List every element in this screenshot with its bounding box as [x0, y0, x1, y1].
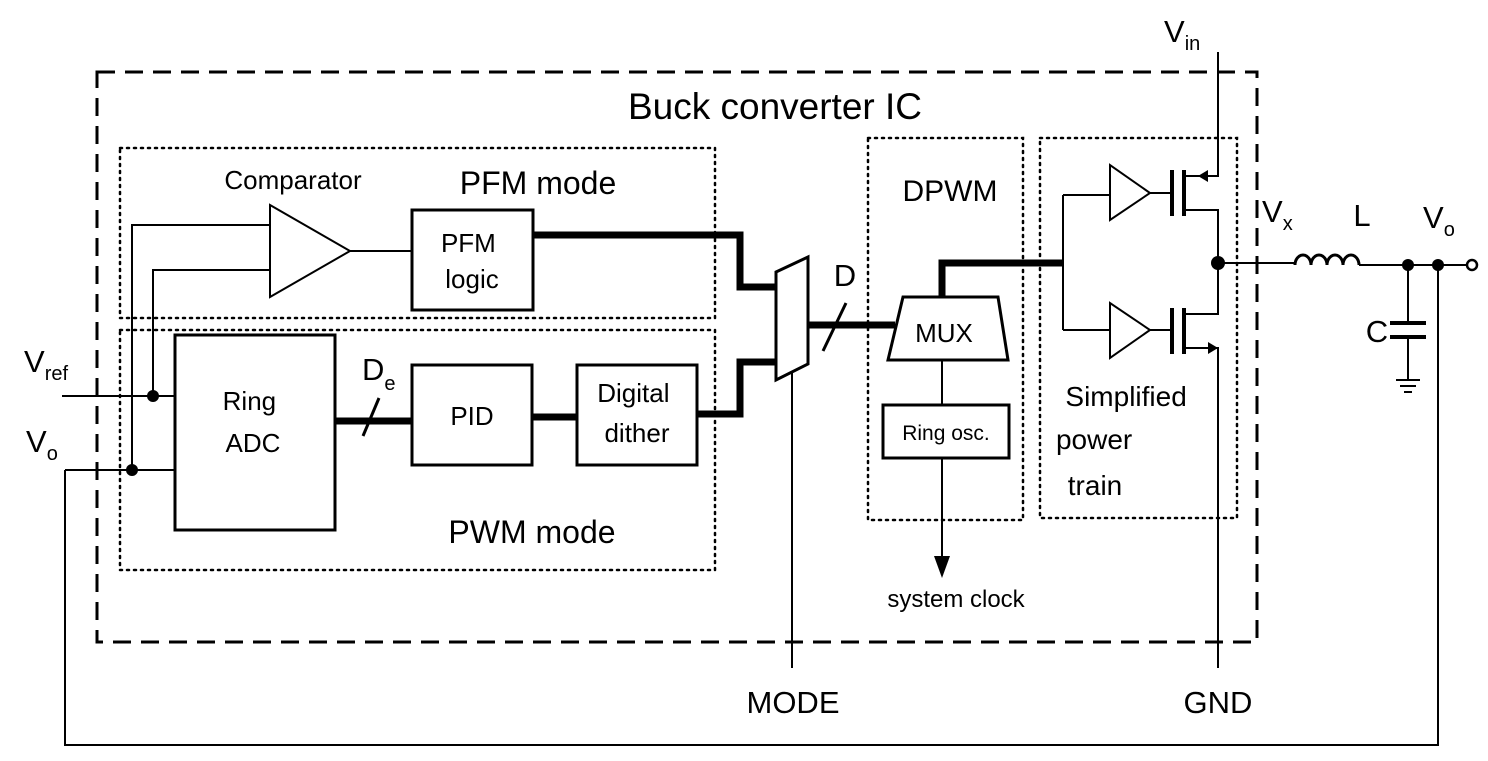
digital-dither-block — [575, 363, 699, 467]
d-bus-slash — [821, 302, 848, 352]
vref-to-comparator-wire — [152, 269, 270, 396]
pfm-logic-block — [410, 208, 535, 312]
dpwm-box — [866, 136, 1025, 522]
vo-input-label: Vo — [26, 424, 58, 465]
system-clock-arrow — [934, 556, 950, 578]
mux-to-power-train-bus — [938, 259, 1063, 297]
ring-osc-block — [881, 403, 1011, 460]
mode-label: MODE — [747, 685, 840, 720]
pwm-mode-box — [118, 328, 717, 572]
vx-label: Vx — [1262, 194, 1293, 235]
dpwm-label: DPWM — [903, 175, 998, 208]
comparator-triangle — [269, 203, 353, 299]
ring-osc-label: Ring osc. — [902, 422, 990, 445]
dither-to-mode-mux-bus — [697, 358, 776, 418]
low-side-terminals — [1184, 263, 1219, 668]
high-side-arrow — [1198, 170, 1208, 182]
pid-block — [410, 363, 534, 467]
power-train-box — [1038, 136, 1239, 520]
pfm-mode-label: PFM mode — [460, 165, 616, 201]
pfm-logic-to-mode-mux-bus — [533, 231, 776, 291]
de-bus-slash — [361, 397, 381, 437]
ic-title: Buck converter IC — [628, 86, 922, 127]
system-clock-label: system clock — [887, 586, 1025, 613]
pfm-logic-label: PFM logic — [441, 228, 503, 294]
comparator-label: Comparator — [224, 165, 362, 195]
ring-adc-block — [173, 333, 337, 532]
inductor-coil — [1293, 253, 1361, 266]
power-train-label: Simplified power train — [1056, 381, 1195, 501]
d-label: D — [834, 258, 856, 293]
vref-junction-dot — [147, 390, 159, 402]
vo-junction-dot — [126, 464, 138, 476]
vo-output-node-dot — [1432, 259, 1444, 271]
pid-label: PID — [450, 401, 493, 431]
vo-to-comparator-wire — [131, 224, 270, 470]
high-side-driver — [1109, 163, 1152, 222]
pwm-mode-label: PWM mode — [448, 514, 615, 550]
inductor-label: L — [1353, 198, 1370, 233]
gnd-label: GND — [1184, 685, 1253, 720]
high-side-terminals — [1184, 52, 1219, 263]
vo-output-label: Vo — [1423, 200, 1455, 241]
ic-boundary — [95, 70, 1259, 644]
ground-symbol — [1396, 379, 1420, 393]
dpwm-mux-label: MUX — [915, 318, 973, 348]
low-side-arrow — [1208, 342, 1218, 354]
ring-adc-label: Ring ADC — [223, 386, 284, 458]
digital-dither-label: Digital dither — [597, 378, 676, 448]
vo-output-terminal — [1465, 258, 1479, 272]
vin-label: Vin — [1164, 14, 1200, 55]
dpwm-mux — [886, 295, 1010, 362]
capacitor-label: C — [1366, 314, 1388, 349]
mode-mux — [774, 254, 810, 383]
low-side-driver — [1109, 301, 1152, 360]
vref-label: Vref — [24, 344, 68, 385]
de-label: De — [362, 352, 396, 395]
feedback-wire — [64, 264, 1439, 746]
